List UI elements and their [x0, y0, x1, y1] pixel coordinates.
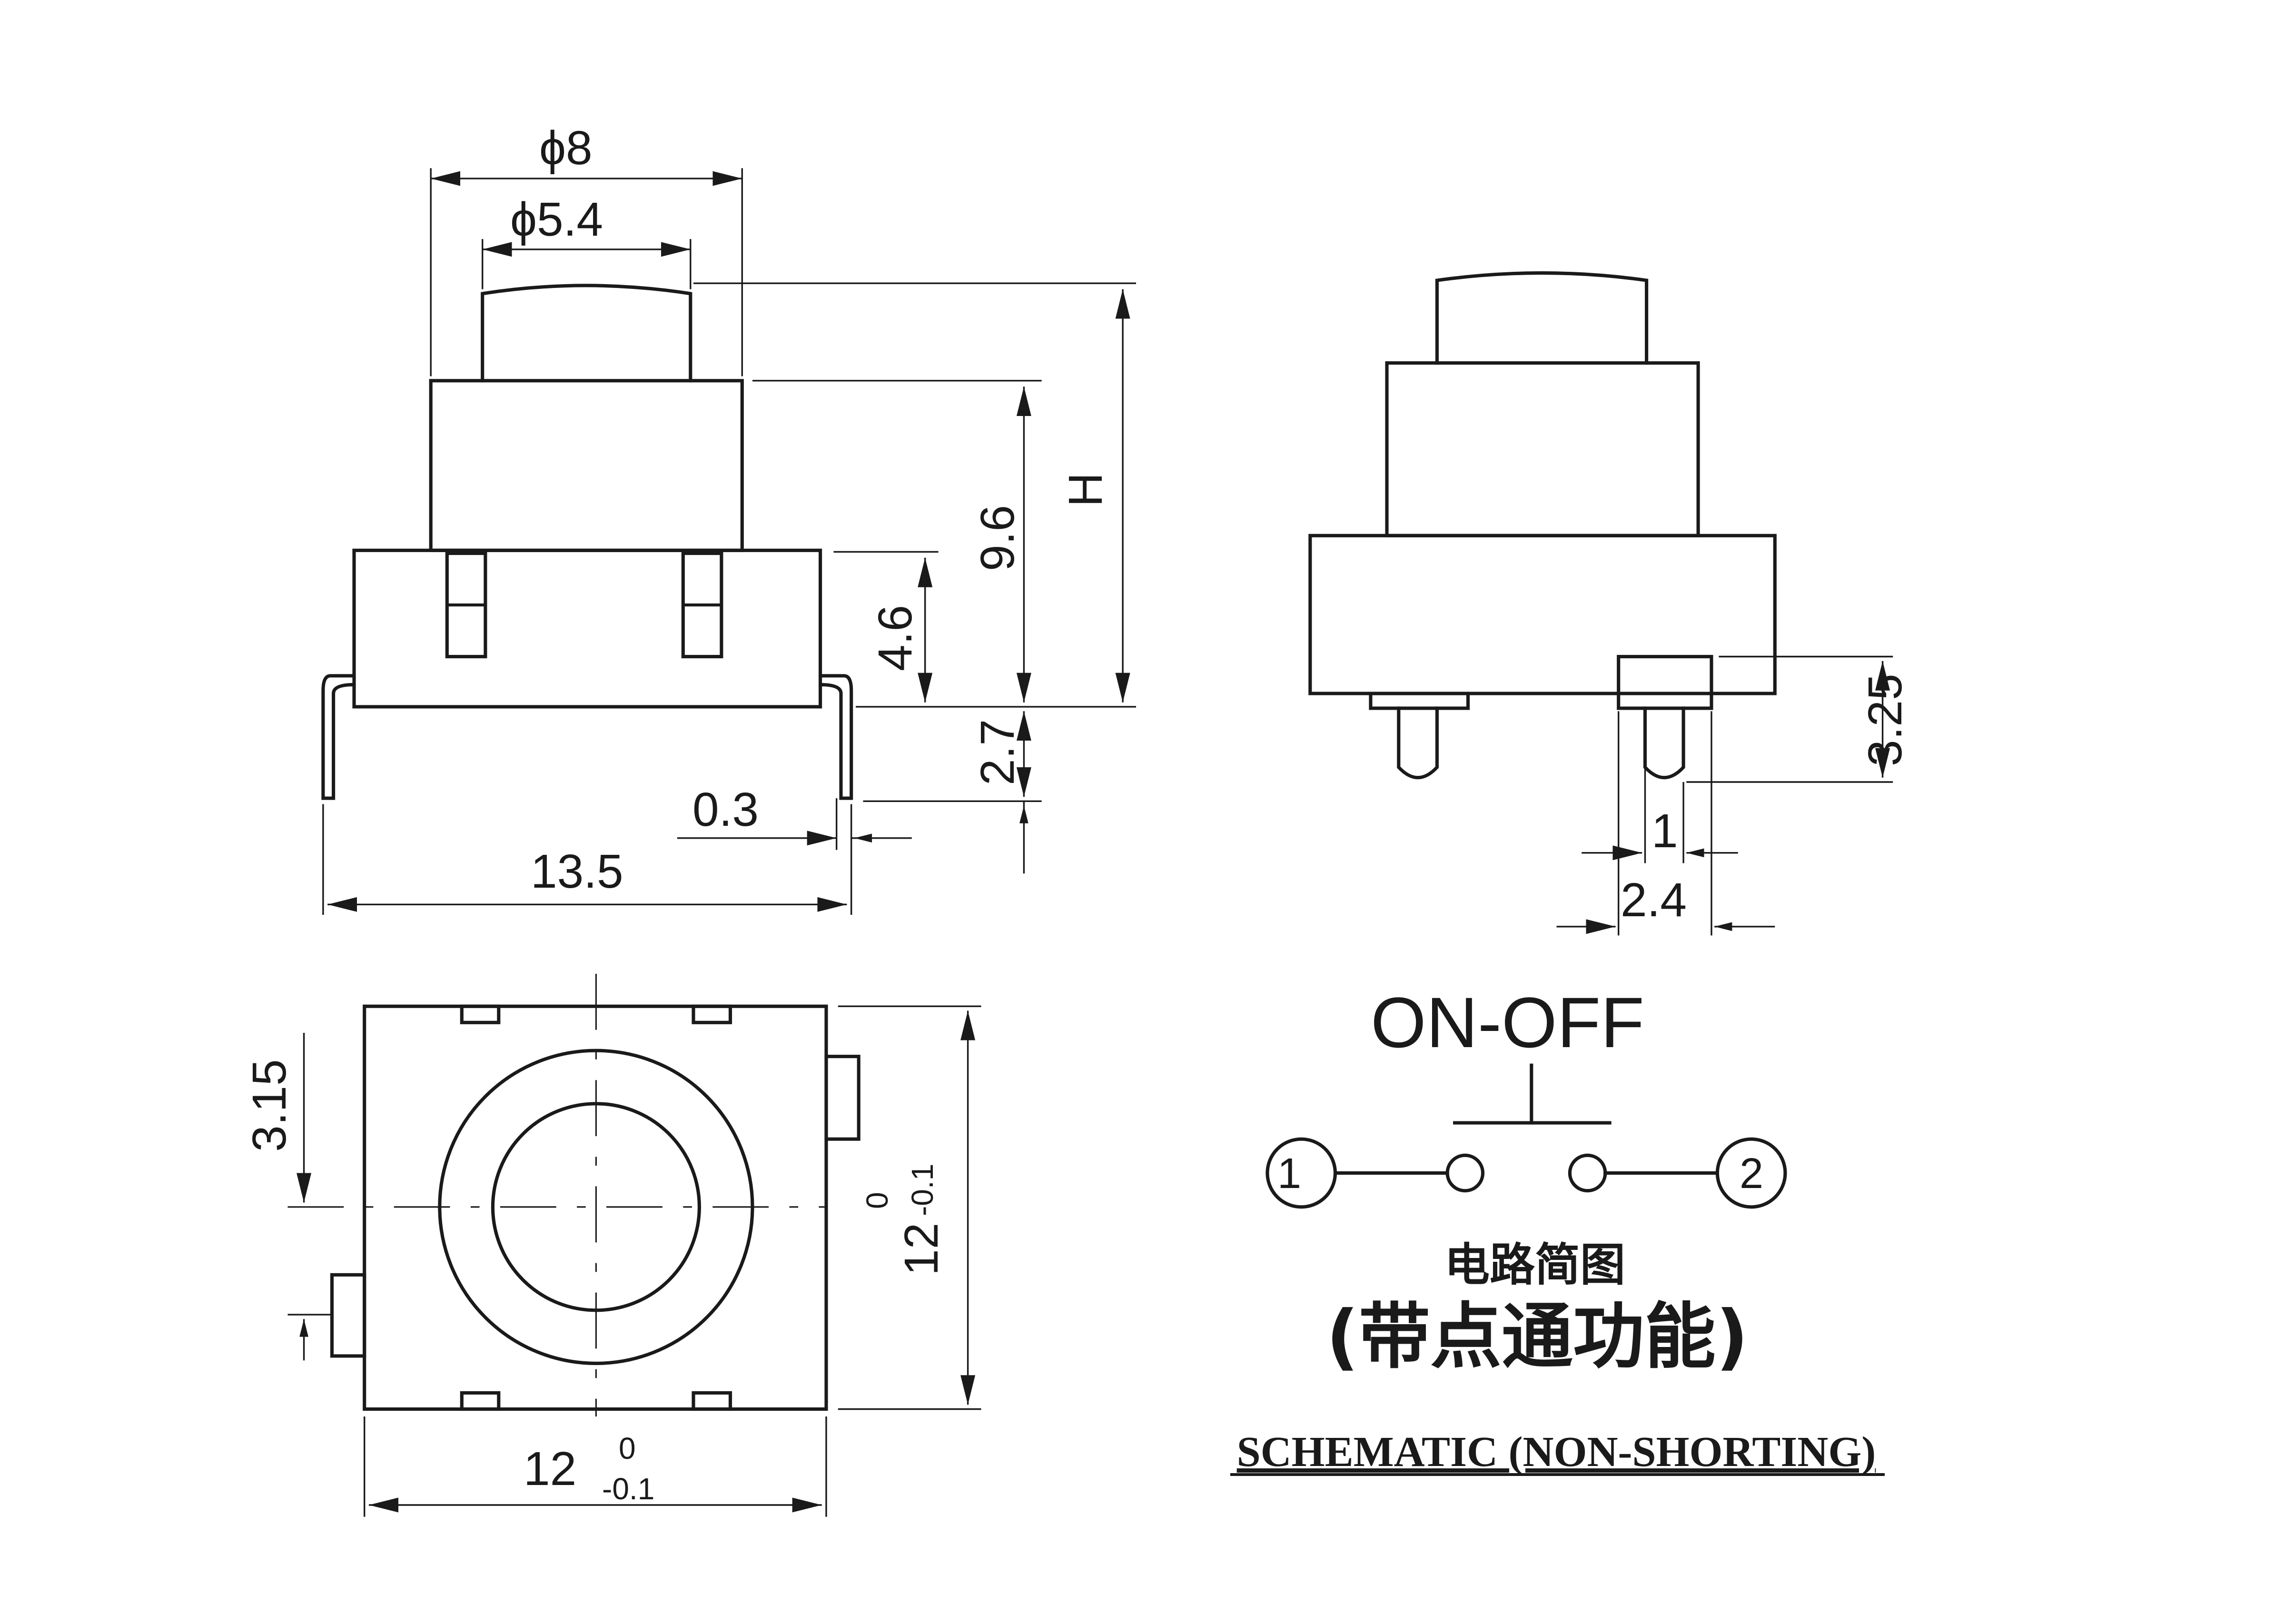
dim-cap-outer: ϕ8 [539, 121, 593, 175]
dim-pin-height: 3.25 [1859, 673, 1912, 766]
dim-base-height: 4.6 [869, 605, 922, 671]
terminal-1-label: 1 [1277, 1150, 1301, 1198]
schematic-title: ON-OFF [1371, 982, 1644, 1062]
dim-top-height: 12 [895, 1223, 948, 1276]
dim-top-width-tol-lower: -0.1 [602, 1472, 654, 1506]
dim-body-height: 9.6 [971, 505, 1024, 571]
top-view [287, 973, 981, 1517]
dim-top-height-tol-lower: -0.1 [905, 1164, 939, 1216]
dim-cap-inner: ϕ5.4 [510, 193, 603, 246]
side-view [1308, 271, 1893, 936]
dim-pin-length: 2.7 [971, 719, 1024, 785]
dim-width: 13.5 [531, 845, 623, 898]
terminal-2-label: 2 [1740, 1150, 1763, 1198]
dim-pin-span: 2.4 [1621, 873, 1687, 927]
schematic-caption-en: SCHEMATIC (NON-SHORTING) [1237, 1428, 1876, 1475]
dim-pin-width: 1 [1651, 804, 1678, 858]
dim-pin-thickness: 0.3 [692, 783, 759, 836]
schematic-symbol [1266, 1063, 1787, 1209]
front-view [321, 168, 1136, 915]
dim-top-height-group: 12 0 -0.1 [860, 1164, 948, 1276]
schematic-caption-cn-sub: (带点通功能) [1326, 1296, 1748, 1378]
dim-top-offset: 3.15 [243, 1059, 296, 1152]
dim-top-height-tol-upper: 0 [860, 1192, 894, 1209]
dim-top-width: 12 [524, 1442, 576, 1495]
schematic-caption-cn: 电路简图 [1444, 1239, 1625, 1291]
dim-total-height: H [1059, 473, 1112, 507]
dim-top-width-tol-upper: 0 [619, 1431, 636, 1466]
